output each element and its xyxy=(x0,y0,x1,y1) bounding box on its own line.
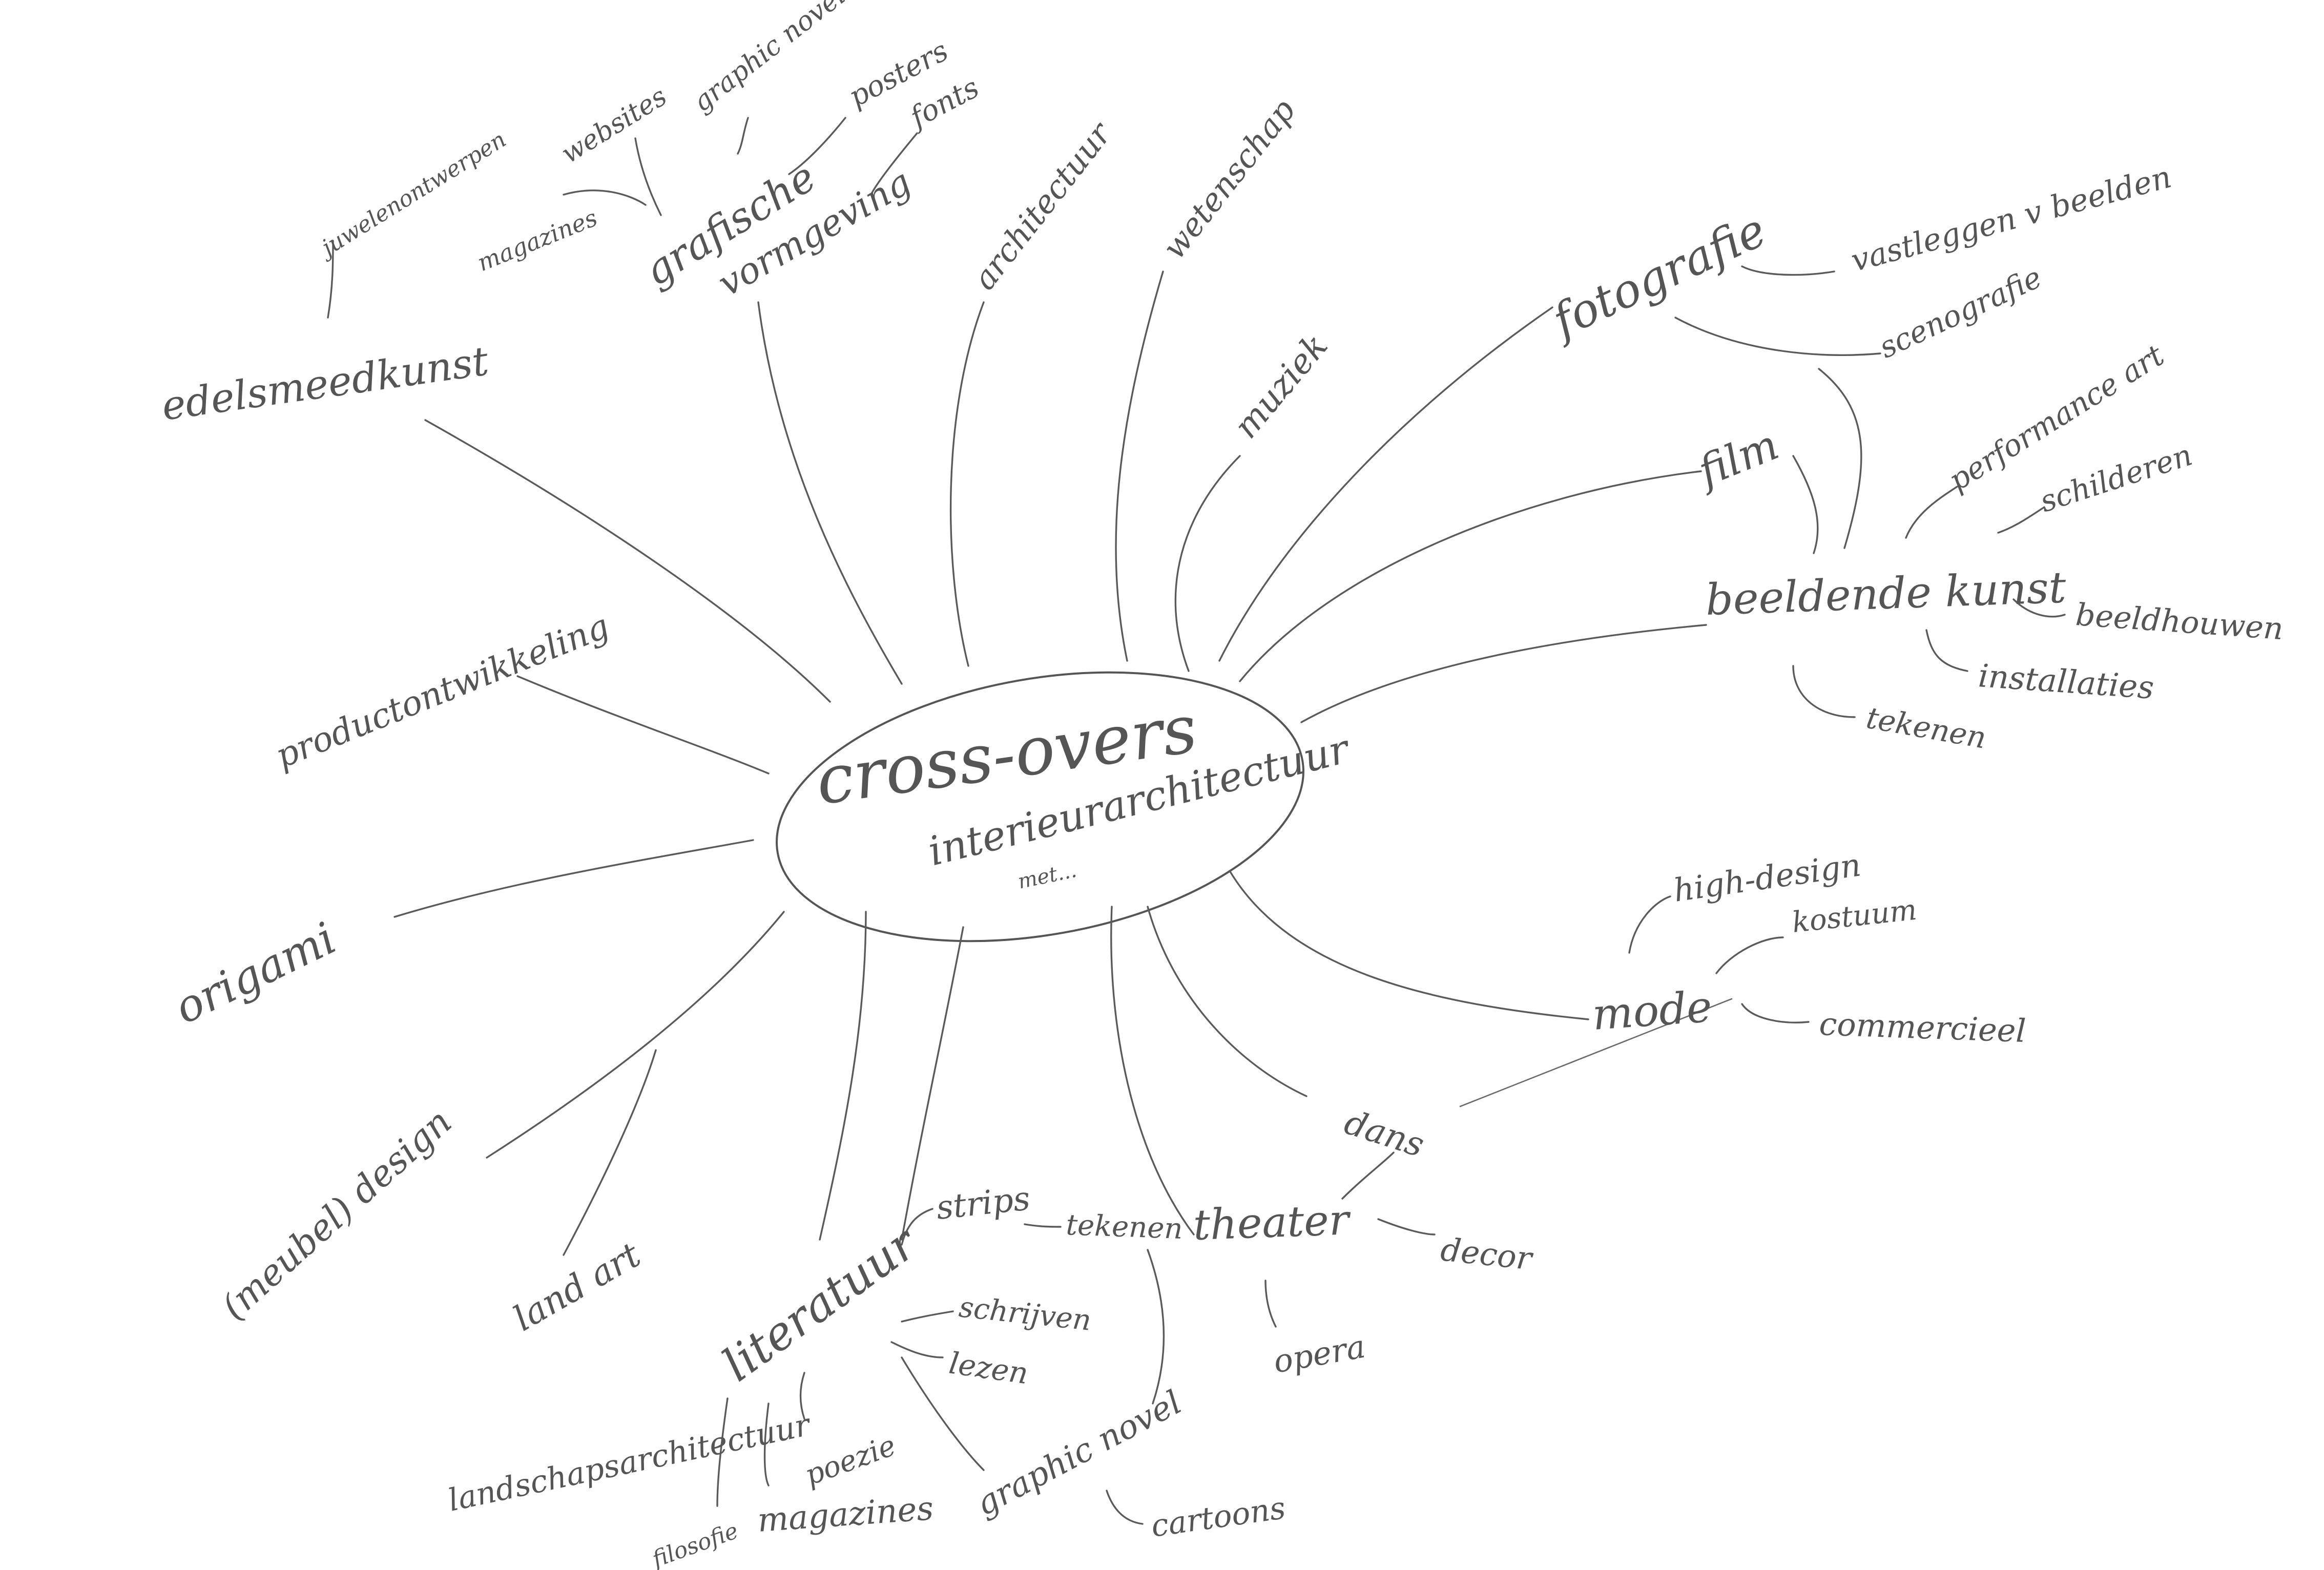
line-theater-dans xyxy=(1341,1152,1395,1200)
label-commercieel: commercieel xyxy=(1818,1005,2026,1050)
line-origami xyxy=(393,839,754,918)
label-muziek: muziek xyxy=(1226,326,1335,446)
line-magazines-bottom xyxy=(763,1402,770,1487)
label-wetenschap: wetenschap xyxy=(1155,92,1302,266)
line-mode xyxy=(1229,870,1589,1020)
label-mode: mode xyxy=(1591,981,1714,1040)
line-scenografie xyxy=(1674,317,1881,356)
line-landart xyxy=(563,1049,657,1256)
label-graphic-novel-top: graphic novel xyxy=(687,0,851,118)
line-fotografie-beeldende xyxy=(1818,368,1862,549)
label-installaties: installaties xyxy=(1977,657,2155,706)
line-fonts xyxy=(870,132,918,196)
label-beeldende-kunst: beeldende kunst xyxy=(1705,562,2067,625)
line-meubel xyxy=(486,911,785,1159)
line-beeldende xyxy=(1300,624,1707,723)
label-land-art: land art xyxy=(507,1234,648,1339)
label-theater: theater xyxy=(1192,1196,1352,1250)
label-strips: strips xyxy=(935,1180,1032,1227)
line-schilderen xyxy=(1997,506,2045,534)
line-muziek xyxy=(1174,455,1241,672)
label-kostuum: kostuum xyxy=(1791,893,1919,939)
line-websites xyxy=(634,137,662,216)
line-schrijven xyxy=(901,1310,954,1323)
line-tekenen-graphic xyxy=(1147,1249,1165,1405)
label-literatuur: literatuur xyxy=(713,1215,928,1392)
line-kostuum xyxy=(1715,936,1784,974)
line-film-beeldende xyxy=(1792,455,1819,554)
label-high-design: high-design xyxy=(1671,846,1863,909)
label-magazines-bottom: magazines xyxy=(756,1490,935,1540)
label-decor: decor xyxy=(1439,1230,1535,1278)
line-performance xyxy=(1905,486,1958,539)
label-tekenen-right: tekenen xyxy=(1864,700,1989,756)
label-beeldhouwen: beeldhouwen xyxy=(2074,597,2285,647)
line-cartoons xyxy=(1106,1490,1144,1525)
line-graphicnovel-top xyxy=(737,117,749,155)
line-wetenschap xyxy=(1115,270,1164,662)
label-poezie: poezie xyxy=(801,1429,900,1492)
line-vastleggen xyxy=(1741,265,1835,276)
line-theater-left xyxy=(1110,906,1195,1236)
label-film: film xyxy=(1689,421,1785,497)
label-dans: dans xyxy=(1340,1102,1429,1165)
label-schrijven: schrijven xyxy=(958,1290,1093,1337)
label-tekenen-bottom: tekenen xyxy=(1066,1208,1184,1246)
label-magazines-top: magazines xyxy=(473,203,601,277)
label-edelsmeedkunst: edelsmeedkunst xyxy=(159,338,491,430)
line-edelsmeedkunst xyxy=(424,419,831,703)
label-schilderen: schilderen xyxy=(2036,437,2196,519)
line-film xyxy=(1239,470,1702,682)
line-tekenen-right xyxy=(1792,665,1856,718)
line-graphicnovel xyxy=(901,926,964,1241)
label-productontwikkeling: productontwikkeling xyxy=(270,606,614,776)
line-architectuur xyxy=(949,301,985,667)
center-oval xyxy=(776,671,1304,943)
label-vastleggen: vastleggen v beelden xyxy=(1848,159,2175,279)
label-graphic-novel-bottom: graphic novel xyxy=(970,1384,1188,1523)
line-lezen xyxy=(890,1341,944,1358)
line-literatuur-graphic xyxy=(901,1356,985,1471)
label-cartoons: cartoons xyxy=(1149,1490,1288,1544)
line-poezie xyxy=(799,1372,805,1420)
line-fotografie xyxy=(1218,306,1553,662)
label-architectuur: architectuur xyxy=(965,114,1119,297)
label-fotografie: fotografie xyxy=(1542,203,1774,350)
line-posters xyxy=(788,117,846,175)
center-note: met... xyxy=(1016,859,1079,894)
line-grafische xyxy=(757,301,903,685)
line-commercieel xyxy=(1741,1003,1810,1023)
label-lezen: lezen xyxy=(947,1346,1030,1391)
line-decor xyxy=(1377,1218,1436,1236)
label-meubel-design: (meubel) design xyxy=(214,1100,460,1328)
line-filosofie xyxy=(716,1397,729,1507)
line-high-design xyxy=(1628,895,1671,954)
line-opera xyxy=(1264,1280,1277,1328)
line-productontwikkeling xyxy=(516,675,770,774)
label-opera: opera xyxy=(1271,1328,1368,1380)
line-installaties xyxy=(1925,629,1968,672)
line-strips xyxy=(901,1208,933,1246)
connector-lines xyxy=(327,117,2066,1525)
label-origami: origami xyxy=(167,913,344,1034)
line-dans-mode xyxy=(1459,998,1733,1107)
line-dans xyxy=(1147,906,1308,1097)
label-scenografie: scenografie xyxy=(1874,260,2047,365)
line-juwelen xyxy=(327,240,334,319)
line-strips-tekenen xyxy=(1024,1223,1062,1228)
line-magazines-top xyxy=(563,190,647,206)
line-literatuur-up xyxy=(819,911,867,1241)
label-websites: websites xyxy=(556,81,672,170)
label-filosofie: filosofie xyxy=(648,1518,742,1570)
label-juwelenontwerpen: juwelenontwerpen xyxy=(313,127,511,263)
line-beeldhouwen xyxy=(2012,598,2066,618)
